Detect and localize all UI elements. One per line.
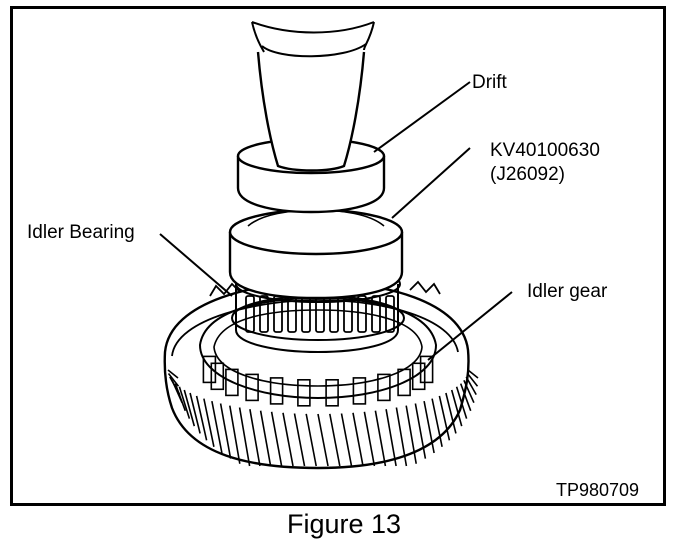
spline-tooth	[397, 368, 411, 397]
figure-code: TP980709	[556, 480, 640, 500]
spline-tooth	[269, 377, 284, 405]
gear-tooth	[259, 410, 272, 467]
gear-tooth	[405, 405, 417, 464]
installer-tool	[228, 208, 404, 300]
gear-tooth	[467, 369, 479, 379]
gear-tooth	[293, 413, 306, 467]
gear-tooth	[438, 395, 451, 441]
gear-tooth	[211, 400, 223, 454]
bearing-roller	[259, 295, 269, 333]
spline-tooth	[297, 378, 311, 407]
gear-tooth	[363, 411, 376, 467]
bearing-roller	[385, 295, 395, 333]
label-idler-bearing: Idler Bearing	[27, 222, 135, 243]
spline-tooth	[411, 362, 426, 391]
spline-tooth	[419, 355, 434, 384]
gear-tooth	[431, 398, 443, 447]
gear-tooth	[167, 369, 179, 379]
gear-tooth	[317, 413, 329, 467]
gear-tooth	[423, 400, 435, 454]
gear-tooth	[329, 413, 341, 467]
label-tool-number: KV40100630	[490, 140, 600, 161]
gear-tooth	[238, 407, 251, 467]
spline-tooth	[245, 373, 259, 402]
spline-tooth	[225, 368, 239, 397]
gear-tooth	[305, 413, 317, 467]
gear-tooth	[203, 398, 215, 447]
gear-tooth	[385, 409, 397, 467]
gear-teeth	[167, 369, 479, 467]
gear-tooth	[352, 412, 364, 467]
gear-tooth	[340, 413, 353, 467]
figure-caption: Figure 13	[286, 509, 402, 539]
gear-tooth	[450, 389, 463, 427]
gear-tooth	[414, 403, 427, 459]
gear-tooth	[183, 389, 196, 427]
gear-tooth	[374, 410, 387, 467]
bearing-roller	[371, 295, 381, 333]
label-idler-gear: Idler gear	[527, 281, 608, 302]
gear-tooth	[249, 409, 261, 467]
spline-tooth	[210, 362, 225, 391]
spline-tooth	[352, 377, 367, 405]
gear-tooth	[189, 392, 201, 434]
gear-tooth	[167, 373, 180, 387]
gear-tooth	[459, 383, 472, 412]
spline-tooth	[377, 373, 391, 402]
drift-tool	[236, 21, 386, 214]
spline-tooth	[325, 378, 339, 407]
label-drift: Drift	[472, 72, 507, 93]
leader-lines	[159, 81, 513, 361]
gear-tooth	[229, 405, 241, 464]
bearing-roller	[245, 295, 255, 333]
gear-tooth	[195, 395, 208, 441]
spline-teeth	[202, 355, 434, 407]
gear-tooth	[270, 411, 283, 467]
gear-tooth	[174, 383, 187, 412]
gear-tooth	[178, 386, 191, 419]
spline-tooth	[202, 355, 217, 384]
gear-tooth	[282, 412, 294, 467]
gear-tooth	[466, 373, 479, 387]
idler-gear	[163, 280, 479, 470]
gear-tooth	[445, 392, 457, 434]
gear-tooth	[219, 403, 232, 459]
label-tool-alt-number: (J26092)	[490, 164, 565, 185]
